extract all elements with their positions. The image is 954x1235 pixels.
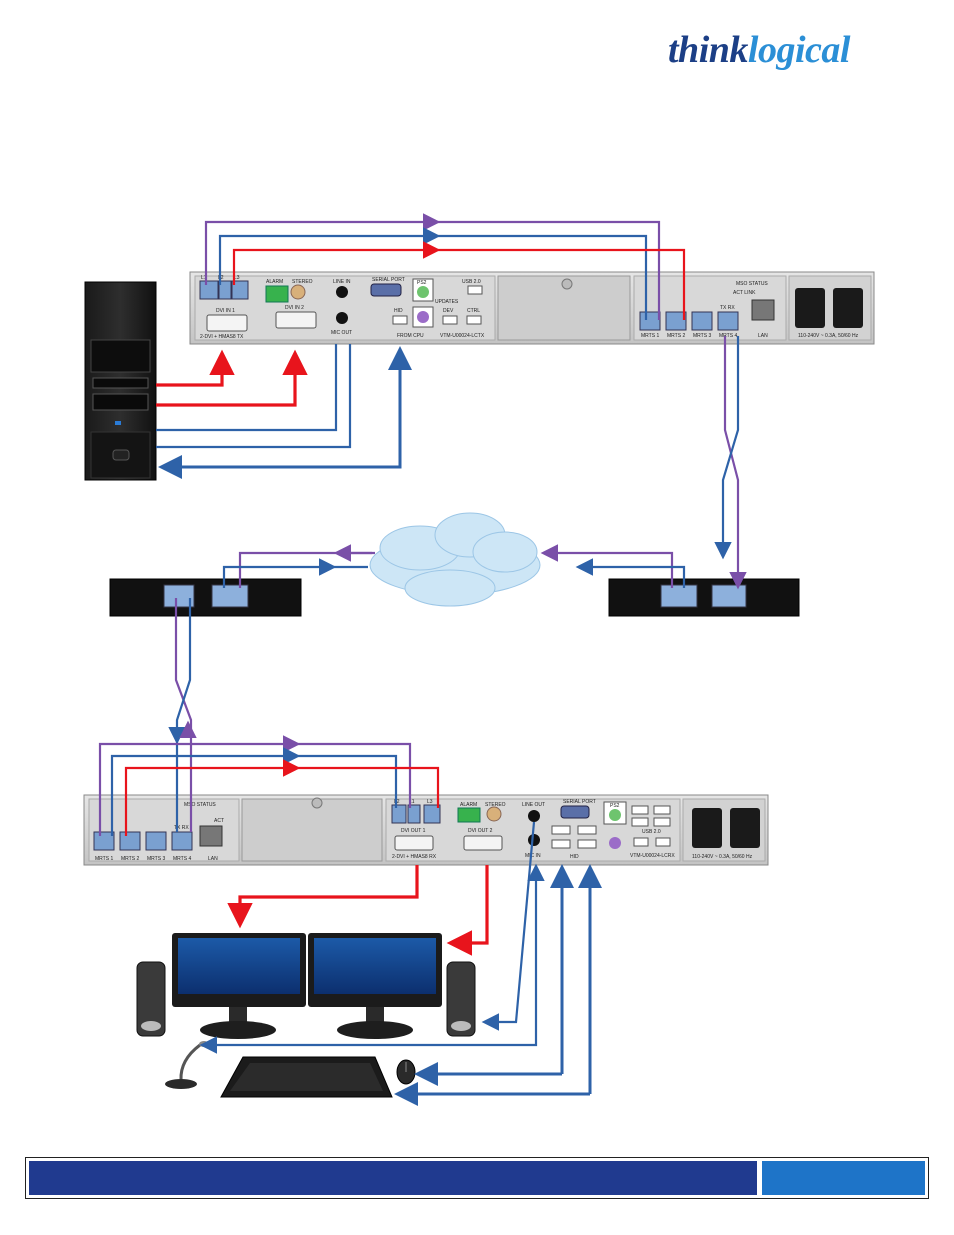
microphone <box>165 1041 209 1089</box>
tx-lan-label: LAN <box>758 333 768 339</box>
rx-model: VTM-U00024-LCRX <box>630 853 675 859</box>
audio-cable-2 <box>156 344 352 449</box>
tx-usb20-label: USB 2.0 <box>462 279 481 285</box>
keyboard <box>220 1056 393 1098</box>
rx-extender-unit: MRTS 1 MRTS 2 MRTS 3 MRTS 4 TX RX MSO ST… <box>83 794 769 866</box>
rx-line-out-label: LINE OUT <box>522 802 545 808</box>
rx-blank-screw-icon <box>311 797 323 809</box>
fiber-converter-left <box>109 578 302 617</box>
tx-mic-out-label: MIC OUT <box>331 330 352 336</box>
rx-txrx-label: TX RX <box>174 825 189 831</box>
network-cloud <box>369 512 541 607</box>
tx-dev-label: DEV <box>443 308 454 314</box>
tx-hid-label: HID <box>394 308 403 314</box>
rx-act-label: ACT <box>214 818 224 824</box>
rx-power-label: 110-240V ~ 0.3A, 50/60 Hz <box>692 854 753 860</box>
fiber-tx-down-purple <box>723 336 747 590</box>
tx-act-link-label: ACT LINK <box>733 290 756 296</box>
tx-line-in-label: LINE IN <box>333 279 351 285</box>
tx-power-label: 110-240V ~ 0.3A, 50/60 Hz <box>798 333 859 339</box>
logo-logical: logical <box>747 29 851 71</box>
tx-mrts4-label: MRTS 4 <box>719 333 737 339</box>
rx-dvi-out-2-label: DVI OUT 2 <box>468 828 493 834</box>
dvi-out-2-cable <box>446 865 489 956</box>
tx-blank-screw-icon <box>561 278 573 290</box>
fiber-loop-rx-red <box>124 766 440 836</box>
rx-mrts1-label: MRTS 1 <box>95 856 113 862</box>
line-out-cable <box>481 821 536 1031</box>
cable-set <box>98 213 747 1106</box>
rx-mso-status-label: MSO STATUS <box>184 802 216 808</box>
thinklogical-logo: thinklogical <box>668 28 850 72</box>
tx-mrts2-label: MRTS 2 <box>667 333 685 339</box>
tx-extender-unit: L1 L2 L3 ALARM STEREO LINE IN MIC OUT SE… <box>189 271 875 345</box>
monitor-left <box>172 933 306 1039</box>
tx-model-strip: 2-DVI + HMAS8 TX <box>200 334 244 340</box>
fiber-converter-right <box>608 578 800 617</box>
rx-mrts2-label: MRTS 2 <box>121 856 139 862</box>
rx-l3-label: L3 <box>427 799 433 805</box>
tx-stereo-label: STEREO <box>292 279 313 285</box>
dvi-cable-1 <box>156 349 235 387</box>
logo-think: think <box>668 29 748 71</box>
tx-mso-status-label: MSO STATUS <box>736 281 768 287</box>
dvi-out-1-cable <box>227 865 419 929</box>
tx-serial-port-label: SERIAL PORT <box>372 277 405 283</box>
connection-diagram: L1 L2 L3 ALARM STEREO LINE IN MIC OUT SE… <box>83 213 875 1106</box>
fiber-right-to-cloud-blue <box>575 558 686 588</box>
rx-dvi-out-1-label: DVI OUT 1 <box>401 828 426 834</box>
tx-alarm-label: ALARM <box>266 279 283 285</box>
fiber-right-to-cloud-purple <box>540 544 674 588</box>
rx-mrts4-label: MRTS 4 <box>173 856 191 862</box>
rx-stereo-label: STEREO <box>485 802 506 808</box>
fiber-rx-blue <box>168 598 192 745</box>
tx-model: VTM-U00024-LCTX <box>440 333 485 339</box>
rx-serial-port-label: SERIAL PORT <box>563 799 596 805</box>
tx-dvi-in-1-label: DVI IN 1 <box>216 308 235 314</box>
footer-bar <box>29 1161 757 1195</box>
tx-mrts1-label: MRTS 1 <box>641 333 659 339</box>
rx-usb20-label: USB 2.0 <box>642 829 661 835</box>
rx-hid-label: HID <box>570 854 579 860</box>
fiber-cloud-to-left-purple <box>238 551 375 588</box>
rx-mrts3-label: MRTS 3 <box>147 856 165 862</box>
fiber-tx-down-blue <box>714 336 740 560</box>
mic-in-cable <box>199 868 538 1054</box>
tx-ctrl-label: CTRL <box>467 308 480 314</box>
fiber-loop-rx-purple <box>98 742 412 836</box>
tx-dvi-in-2-label: DVI IN 2 <box>285 305 304 311</box>
rx-lan-label: LAN <box>208 856 218 862</box>
tx-l1-label: L1 <box>201 275 207 281</box>
fiber-loop-tx-red <box>232 248 686 320</box>
tx-updates-label: UPDATES <box>435 299 459 305</box>
mouse <box>396 1059 416 1085</box>
rx-ps2-label: PS2 <box>610 803 620 809</box>
tx-mrts3-label: MRTS 3 <box>693 333 711 339</box>
footer-page-box <box>762 1161 925 1195</box>
audio-cable-1 <box>156 344 338 432</box>
tx-l3-label: L3 <box>234 275 240 281</box>
rx-model-strip: 2-DVI + HMAS8 RX <box>392 854 437 860</box>
tx-txrx-label: TX RX <box>720 305 735 311</box>
rx-alarm-label: ALARM <box>460 802 477 808</box>
tx-from-cpu-label: FROM CPU <box>397 333 424 339</box>
speaker-left <box>136 961 166 1037</box>
speaker-right <box>446 961 476 1037</box>
rx-mic-in-label: MIC IN <box>525 853 541 859</box>
dvi-cable-2 <box>156 349 308 407</box>
rx-l1-label: L1 <box>409 799 415 805</box>
tx-ps2-label: PS2 <box>417 280 427 286</box>
fiber-loop-rx-blue <box>110 754 398 836</box>
computer-tower <box>84 281 157 481</box>
monitor-right <box>308 933 442 1039</box>
footer-frame <box>25 1157 929 1199</box>
usb-cable-cpu <box>170 346 412 469</box>
